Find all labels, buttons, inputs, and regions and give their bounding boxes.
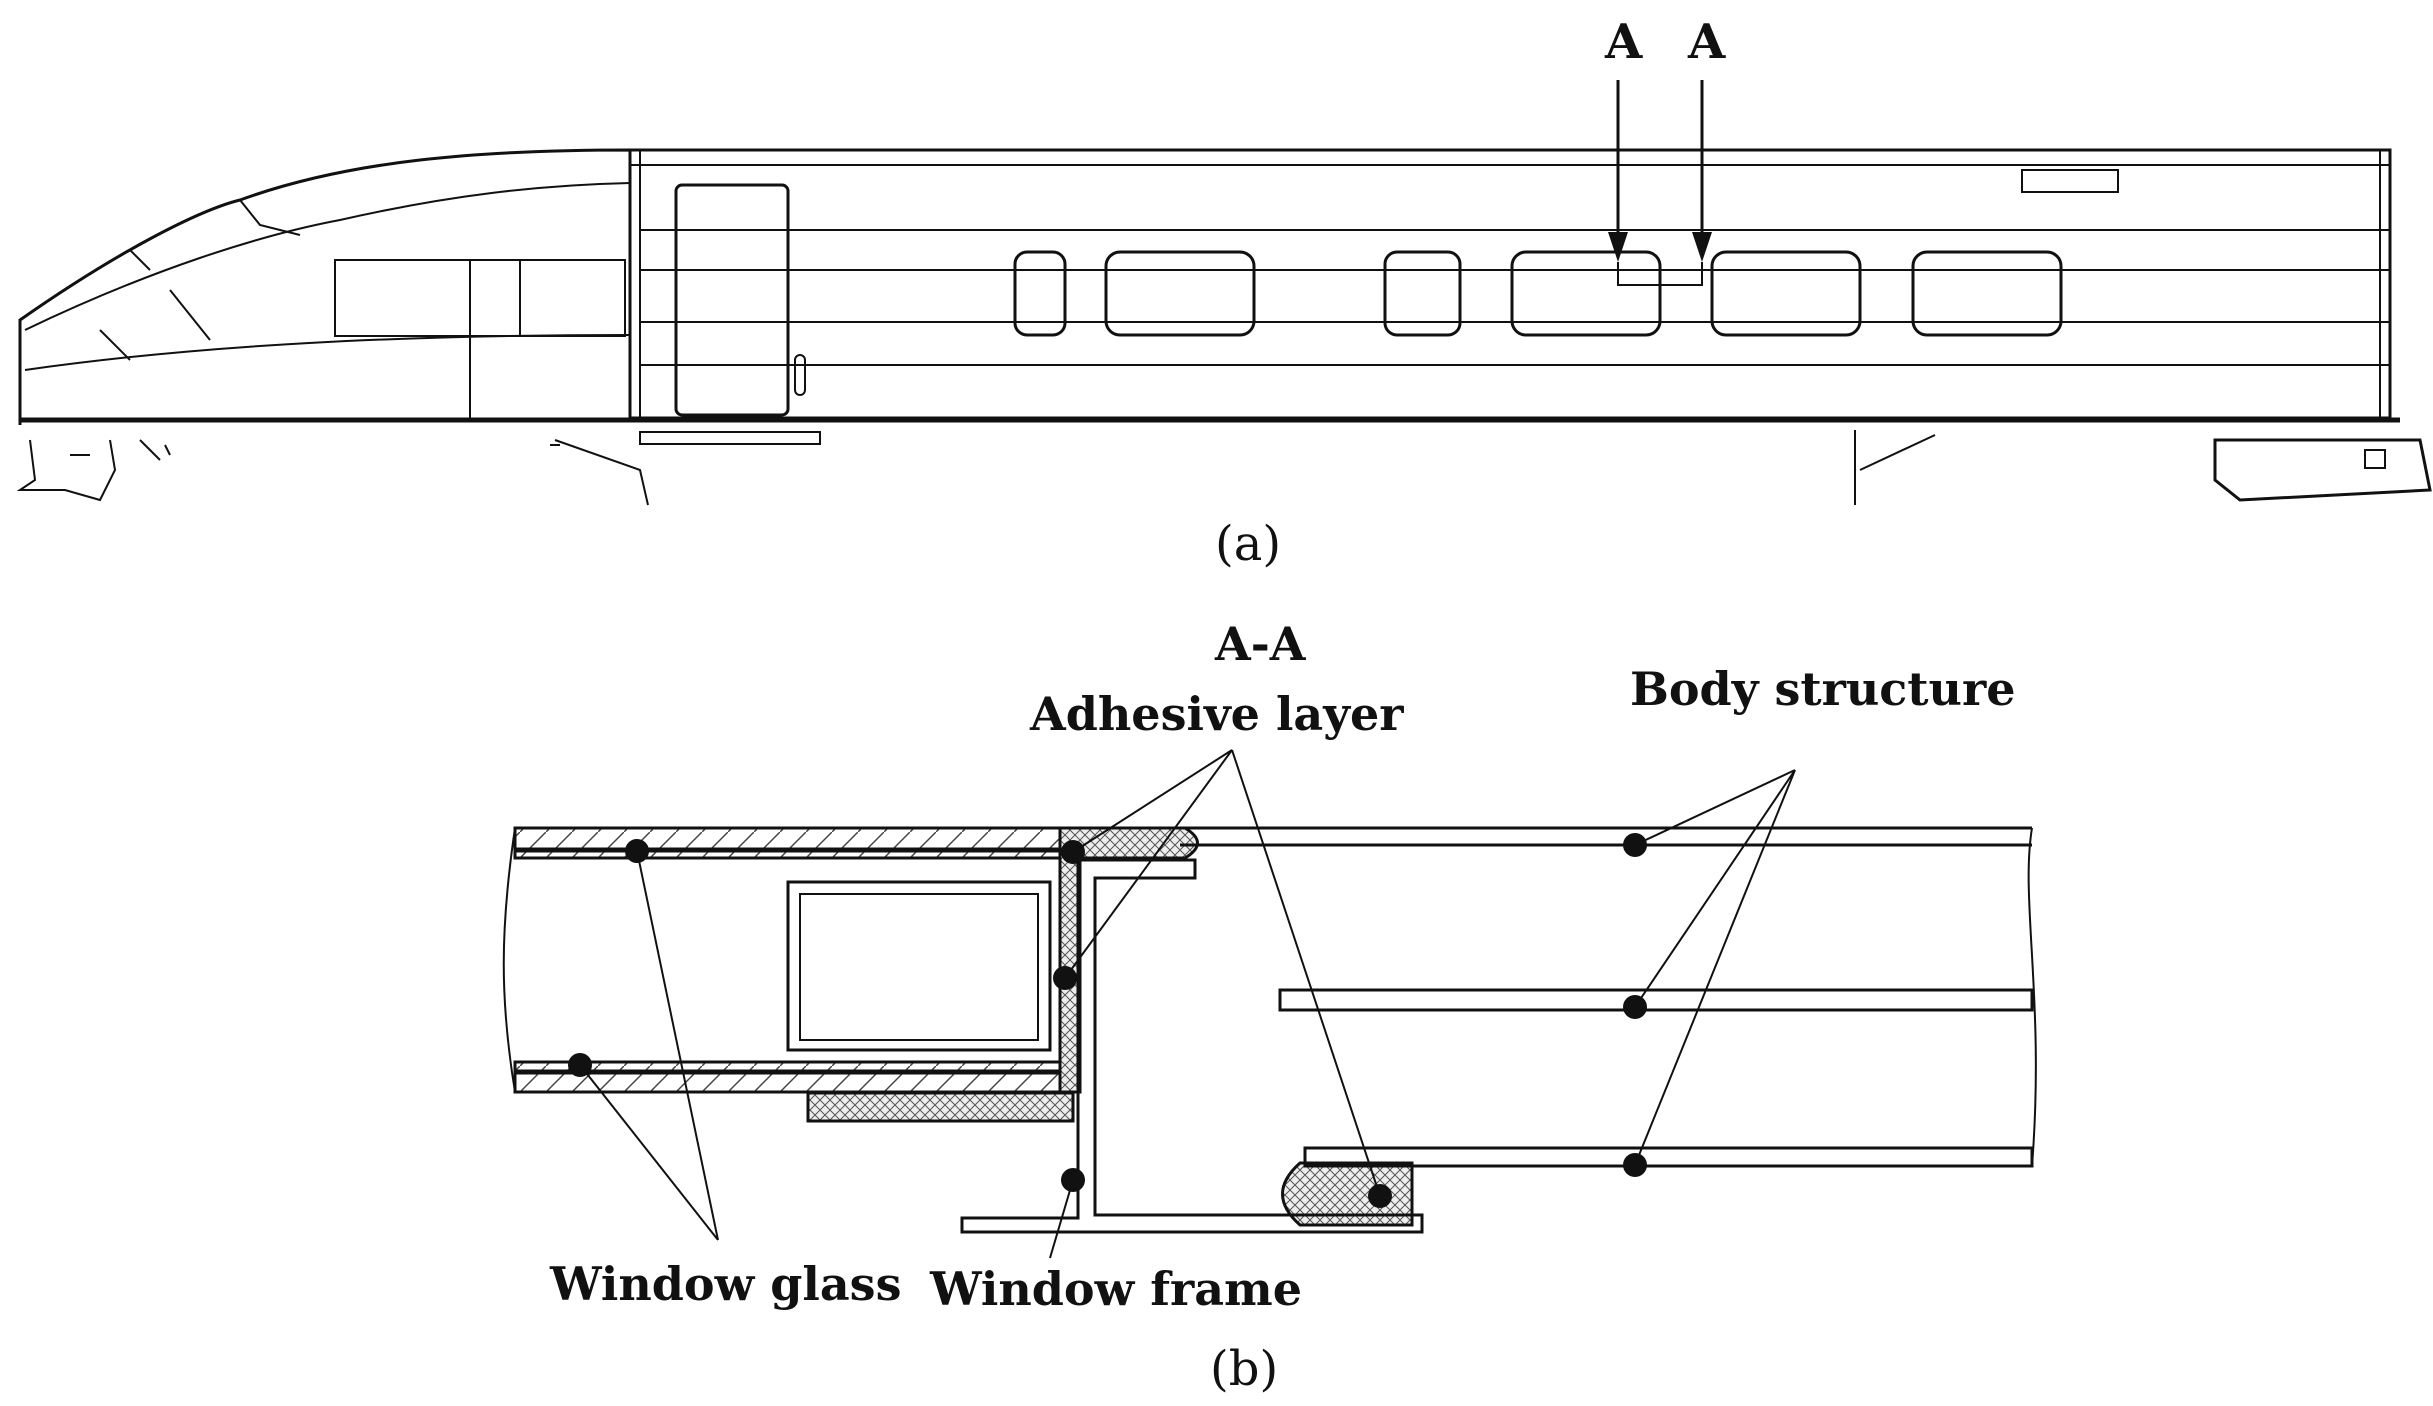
body-break-line [2027, 827, 2037, 1167]
adhesive-layer-body [1281, 1161, 1414, 1227]
window-6 [1911, 250, 2063, 337]
section-cut-path [1617, 262, 1703, 286]
leader-lines-adhesive [1064, 749, 1381, 1197]
window-1 [1013, 250, 1067, 337]
label-window-glass: Window glass [549, 1257, 901, 1311]
step-plate [639, 431, 821, 445]
window-frame [960, 858, 1424, 1234]
nose-detail-line [99, 329, 131, 361]
section-a-a-view: A-A Adhesive layer Body structure Window… [502, 617, 2037, 1397]
body-rib-middle [1278, 988, 2034, 1012]
roof-hatch [2021, 169, 2119, 193]
window-5 [1710, 250, 1862, 337]
coupler-detail [2364, 449, 2386, 469]
caption-b: (b) [1210, 1341, 1278, 1397]
adhesive-layer-top [1058, 826, 1199, 1094]
nose-cab-line [239, 199, 301, 236]
window-glass-inner [513, 1060, 1062, 1094]
glass-spacer [786, 880, 1052, 1052]
body-rib-bottom [1303, 1146, 2034, 1168]
leader-lines-body [1634, 769, 1796, 1166]
window-2 [1104, 250, 1256, 337]
adhesive-layer-bottom [806, 1091, 1075, 1123]
glass-break-line [502, 827, 516, 1093]
passenger-door [674, 183, 790, 417]
coupler-box [2213, 438, 2432, 502]
nose-roof-line [24, 182, 631, 331]
section-arrow-right [1692, 232, 1712, 262]
section-marker-left: A [1604, 14, 1643, 70]
train-side-view: A A (a) [16, 14, 2432, 572]
section-title: A-A [1214, 617, 1307, 671]
glass-spacer-inner [799, 893, 1039, 1041]
window-4 [1510, 250, 1662, 337]
cab-window [334, 259, 626, 337]
train-nose-outline [18, 148, 632, 425]
label-window-frame: Window frame [929, 1262, 1302, 1316]
bogie-bracket-right [1854, 430, 1936, 505]
nose-detail-line-2 [169, 289, 211, 341]
leader-line-frame [1049, 1179, 1074, 1259]
caption-a: (a) [1215, 516, 1281, 572]
section-arrow-left [1608, 232, 1628, 262]
section-marker-right: A [1687, 14, 1726, 70]
window-glass-outer [513, 826, 1062, 860]
label-body-structure: Body structure [1630, 662, 2016, 716]
car-body [628, 148, 2392, 420]
nose-underframe [16, 439, 171, 502]
wiper-mark [129, 249, 151, 271]
bogie-bracket-left [550, 439, 649, 506]
window-3 [1383, 250, 1462, 337]
label-adhesive-layer: Adhesive layer [1029, 687, 1404, 741]
nose-window-line [24, 334, 631, 371]
door-handle [794, 354, 806, 396]
leader-lines-glass [579, 850, 719, 1241]
